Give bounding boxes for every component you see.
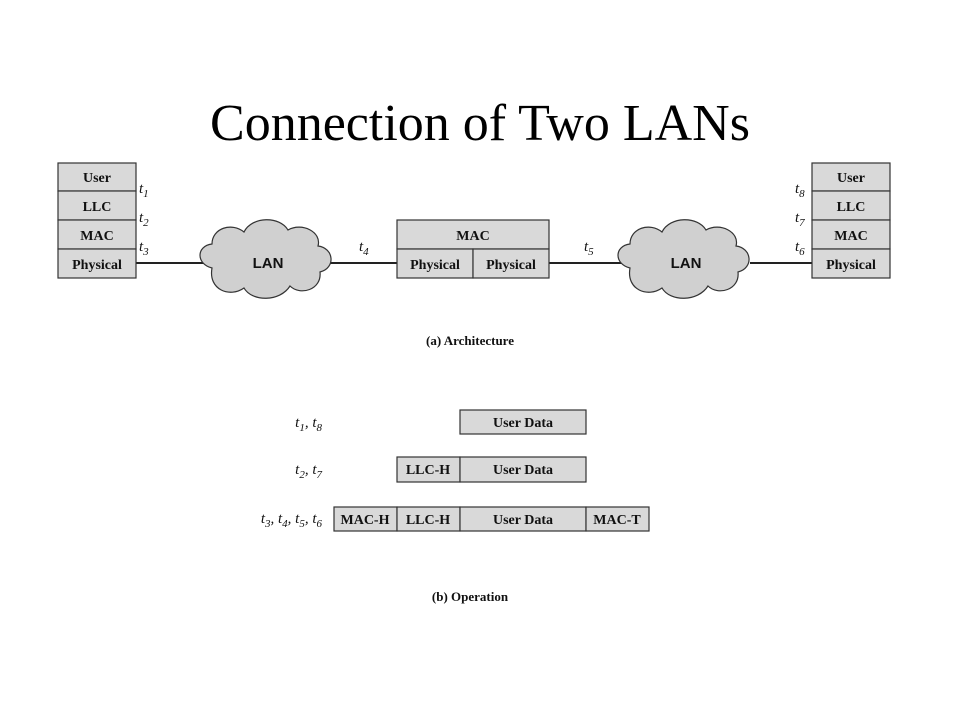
bridge-stack: MAC Physical Physical — [396, 219, 550, 279]
point-label-t7: t7 — [795, 210, 805, 229]
frame-cell — [459, 506, 587, 532]
right-user-label: User — [837, 171, 865, 186]
left-user-label: User — [83, 171, 111, 186]
point-label-t5: t5 — [584, 239, 594, 258]
frame-cell-label: MAC-H — [341, 513, 390, 528]
right-user-layer — [811, 162, 891, 192]
left-physical-label: Physical — [72, 258, 122, 273]
right-llc-label: LLC — [837, 200, 866, 215]
point-label-t3: t3 — [139, 239, 149, 258]
lan-cloud-left-shape — [199, 219, 332, 299]
right-llc-layer — [811, 190, 891, 221]
frame-cell — [459, 409, 587, 435]
right-host-stack: User LLC MAC Physical — [811, 162, 891, 279]
left-llc-label: LLC — [83, 200, 112, 215]
left-physical-layer — [57, 248, 137, 279]
right-physical-layer — [811, 248, 891, 279]
lan-cloud-right-label: LAN — [671, 255, 702, 272]
operation-row-3-label: t3, t4, t5, t6 — [261, 511, 323, 530]
lan-cloud-right-shape — [617, 219, 750, 299]
frame-cell-label: User Data — [493, 513, 553, 528]
frame-cell — [396, 506, 461, 532]
bridge-mac-label: MAC — [456, 229, 489, 244]
bridge-physical-right — [472, 248, 550, 279]
bridge-physical-right-label: Physical — [486, 258, 536, 273]
point-label-t6: t6 — [795, 239, 805, 258]
frame-cell-label: LLC-H — [406, 463, 450, 478]
left-mac-layer — [57, 219, 137, 250]
point-label-t4: t4 — [359, 239, 369, 258]
frame-cell-label: User Data — [493, 463, 553, 478]
operation-row-2: t2, t7 LLC-H User Data — [295, 456, 587, 483]
frame-cell — [459, 456, 587, 483]
right-mac-label: MAC — [834, 229, 867, 244]
frame-cell — [585, 506, 650, 532]
operation-caption: (b) Operation — [432, 589, 509, 604]
bridge-physical-left-label: Physical — [410, 258, 460, 273]
operation-row-3: t3, t4, t5, t6 MAC-H LLC-H User Data MAC… — [261, 506, 650, 532]
operation-row-1-label: t1, t8 — [295, 415, 322, 434]
frame-cell — [396, 456, 461, 483]
lan-cloud-right: LAN — [617, 219, 750, 299]
lan-cloud-left: LAN — [199, 219, 332, 299]
frame-cell — [333, 506, 398, 532]
operation-row-2-label: t2, t7 — [295, 462, 322, 481]
frame-cell-label: MAC-T — [593, 513, 641, 528]
architecture-caption: (a) Architecture — [426, 333, 514, 348]
slide-title: Connection of Two LANs — [210, 95, 750, 152]
operation-row-1: t1, t8 User Data — [295, 409, 587, 435]
point-label-t1: t1 — [139, 181, 149, 200]
left-llc-layer — [57, 190, 137, 221]
frame-cell-label: LLC-H — [406, 513, 450, 528]
left-mac-label: MAC — [80, 229, 113, 244]
right-physical-label: Physical — [826, 258, 876, 273]
left-host-stack: User LLC MAC Physical — [57, 162, 137, 279]
lan-cloud-left-label: LAN — [253, 255, 284, 272]
point-label-t8: t8 — [795, 181, 805, 200]
point-label-t2: t2 — [139, 210, 149, 229]
right-mac-layer — [811, 219, 891, 250]
frame-cell-label: User Data — [493, 416, 553, 431]
